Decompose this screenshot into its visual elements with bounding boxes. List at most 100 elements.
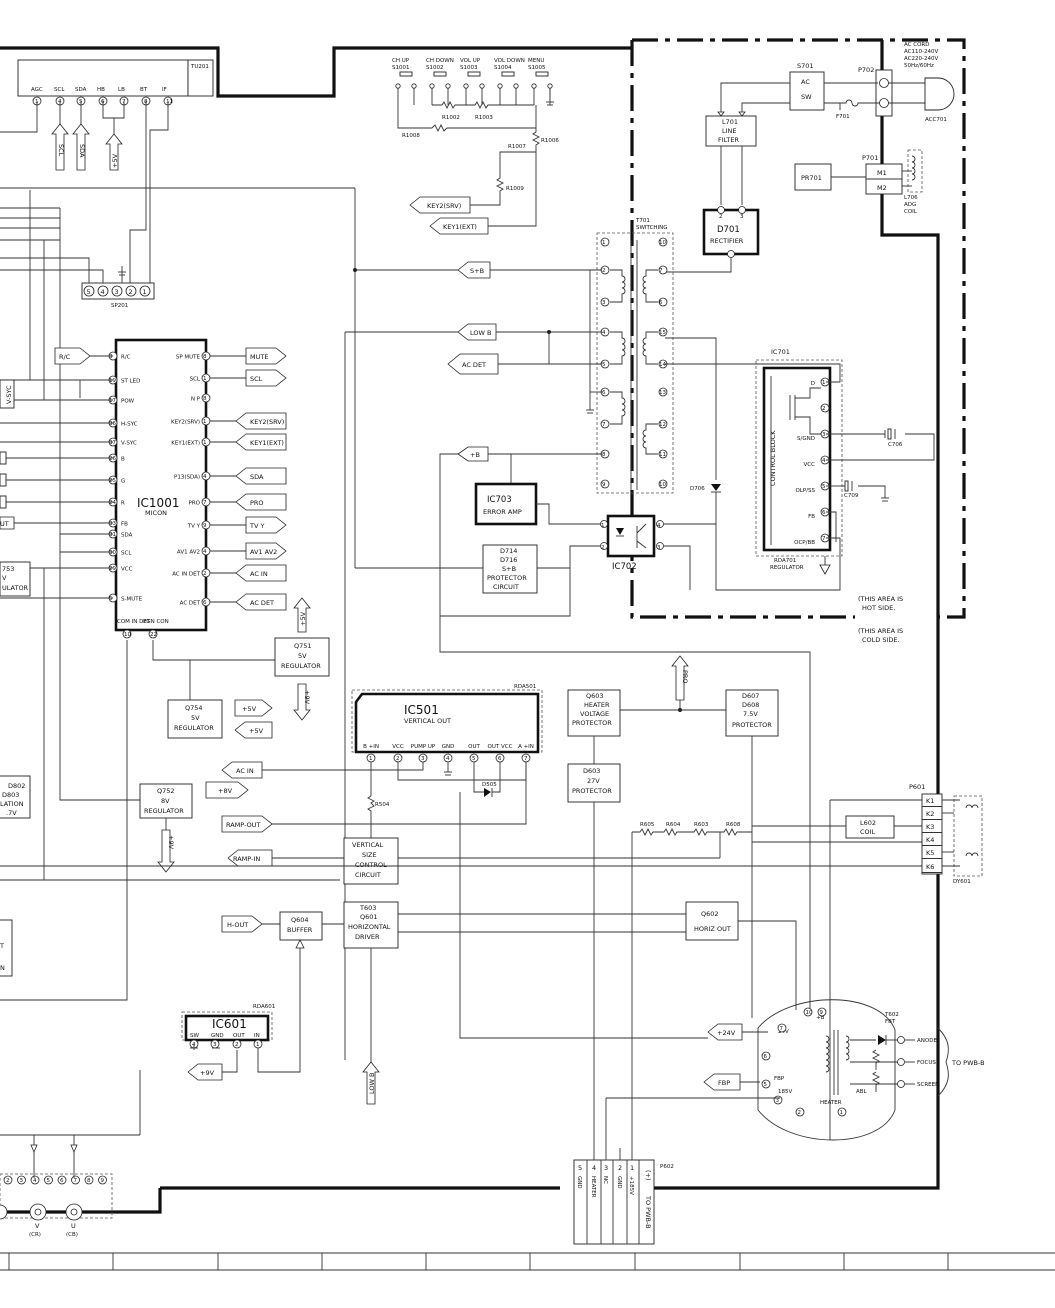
- svg-text:REGULATOR: REGULATOR: [174, 724, 214, 732]
- ic701-pin-name: OLP/SS: [795, 488, 815, 494]
- svg-text:IC701: IC701: [771, 348, 790, 356]
- sp201-pin: [97, 285, 109, 297]
- bus-plusb: +B: [439, 270, 811, 1010]
- switch-ref: S1004: [494, 65, 512, 71]
- svg-text:UT: UT: [0, 520, 9, 528]
- svg-text:R504: R504: [375, 802, 390, 808]
- hot-side-note: (THIS AREA IS HOT SIDE. (THIS AREA IS CO…: [858, 595, 903, 644]
- rca-pin: [84, 1175, 94, 1185]
- ic701-pin-number: 3: [822, 432, 826, 438]
- ic701-pin-name: FB: [808, 514, 815, 520]
- svg-text:Q754: Q754: [185, 704, 203, 712]
- key2-srv-arrow: KEY2(SRV): [409, 196, 471, 214]
- diode-d706: D706: [690, 484, 721, 523]
- svg-text:KEY2(SRV): KEY2(SRV): [427, 202, 461, 210]
- ic501-pin-number: 5: [472, 756, 476, 762]
- ic701-pin-number: 2: [822, 406, 826, 412]
- switch-contact: [395, 83, 401, 89]
- svg-text:T602: T602: [884, 1012, 899, 1018]
- svg-text:R605: R605: [640, 822, 655, 828]
- micon-pin-name: KEY1(EXT): [171, 441, 200, 447]
- svg-text:+B: +B: [470, 451, 480, 459]
- svg-text:SIZE: SIZE: [362, 851, 377, 859]
- t701-pin: [658, 419, 668, 429]
- h-out-arrow: H-OUT: [221, 915, 280, 933]
- micon-pin-number: 19: [109, 378, 116, 384]
- svg-text:D608: D608: [742, 701, 759, 709]
- fbt-pin: [795, 1107, 805, 1117]
- t701-pin-number: 6: [659, 300, 663, 306]
- ic501-pin-number: 4: [446, 756, 450, 762]
- switch-contact: [429, 83, 435, 89]
- svg-text:L701: L701: [722, 118, 738, 126]
- svg-text:FBT: FBT: [885, 1019, 896, 1025]
- micon-pin-number: 8: [203, 354, 207, 360]
- svg-text:D603: D603: [583, 767, 600, 775]
- p602-pin-name: NC: [602, 1176, 608, 1184]
- fbt-arrow-24v: +24V: [707, 1023, 768, 1041]
- micon-pin-number: 4: [203, 549, 207, 555]
- switch-contact: [547, 83, 553, 89]
- fbt-pin-number: 5: [764, 1082, 768, 1088]
- t701-winding: [642, 331, 658, 365]
- micon-bottom-wires: [0, 640, 275, 1001]
- rca-pin-number: 9: [101, 1178, 105, 1184]
- svg-text:7.5V: 7.5V: [743, 710, 758, 718]
- signal-label: PRO: [250, 499, 264, 507]
- p602-pin-number: 5: [578, 1164, 582, 1172]
- micon-pin-number: 9: [203, 523, 207, 529]
- svg-text:ABL: ABL: [856, 1089, 868, 1095]
- tuner-pin-label: SDA: [75, 87, 87, 93]
- fbt-pin: [761, 1051, 771, 1061]
- p602-pin-number: 2: [618, 1164, 622, 1172]
- ic701-pin-number: 4: [822, 458, 826, 464]
- svg-text:R/C: R/C: [59, 353, 71, 361]
- tuner-pin-label: SCL: [54, 87, 65, 93]
- ic601-pin-number: 3: [213, 1042, 217, 1048]
- ic701-fet: [795, 416, 821, 435]
- ic601-pin-name: IN: [254, 1033, 260, 1039]
- svg-text:(THIS AREA IS: (THIS AREA IS: [858, 627, 903, 635]
- t701-pin: [658, 297, 668, 307]
- micon-pin-number: 4: [203, 474, 207, 480]
- signal-arrow: [245, 347, 287, 365]
- svg-text:R1008: R1008: [402, 133, 420, 139]
- ic701-pin-number: 5: [822, 484, 826, 490]
- svg-text:FOCUS: FOCUS: [917, 1060, 936, 1066]
- signal-label: TV Y: [249, 522, 264, 530]
- svg-text:HORIZONTAL: HORIZONTAL: [348, 923, 391, 931]
- rca-pin-number: 4: [33, 1178, 37, 1184]
- micon-pin-name: PRO: [189, 501, 201, 507]
- svg-text:+9V: +9V: [200, 1069, 215, 1077]
- svg-text:TO PWB-B: TO PWB-B: [951, 1059, 985, 1067]
- svg-text:HOT SIDE.: HOT SIDE.: [862, 604, 895, 612]
- svg-text:R1006: R1006: [541, 138, 559, 144]
- svg-text:REGULATOR: REGULATOR: [144, 807, 184, 815]
- signal-label: AC IN: [250, 570, 268, 578]
- svg-text:PRO: PRO: [681, 670, 689, 684]
- svg-text:DRIVER: DRIVER: [355, 933, 380, 941]
- rca-pin-number: 7: [74, 1178, 78, 1184]
- t701-pin: [600, 479, 610, 489]
- micon-pin-name: V-SYC: [121, 441, 137, 447]
- svg-text:REGULATOR: REGULATOR: [281, 662, 321, 670]
- bus-lowb: LOW B: [344, 323, 602, 1060]
- micon-pin-name: SCL: [121, 551, 132, 557]
- svg-text:D802: D802: [8, 782, 25, 790]
- ic501-wires: R504 D505: [256, 762, 708, 1039]
- svg-text:F701: F701: [836, 114, 850, 120]
- switch-ref: S1001: [392, 65, 410, 71]
- p602-pin-name: +185V: [628, 1176, 634, 1195]
- svg-text:HEATER: HEATER: [820, 1100, 842, 1106]
- micon-pin-number: 8: [203, 396, 207, 402]
- signal-label: KEY1(EXT): [250, 439, 284, 447]
- p602-pin-number: 4: [592, 1164, 596, 1172]
- power-d701: 2 3 D701 RECTIFIER: [665, 206, 760, 273]
- svg-text:D803: D803: [2, 791, 19, 799]
- svg-text:+5V: +5V: [299, 611, 307, 626]
- p601-pin-label: K4: [926, 836, 934, 844]
- p601-pin-label: K2: [926, 810, 934, 818]
- switch-button: [535, 71, 549, 77]
- svg-text:2: 2: [601, 545, 605, 551]
